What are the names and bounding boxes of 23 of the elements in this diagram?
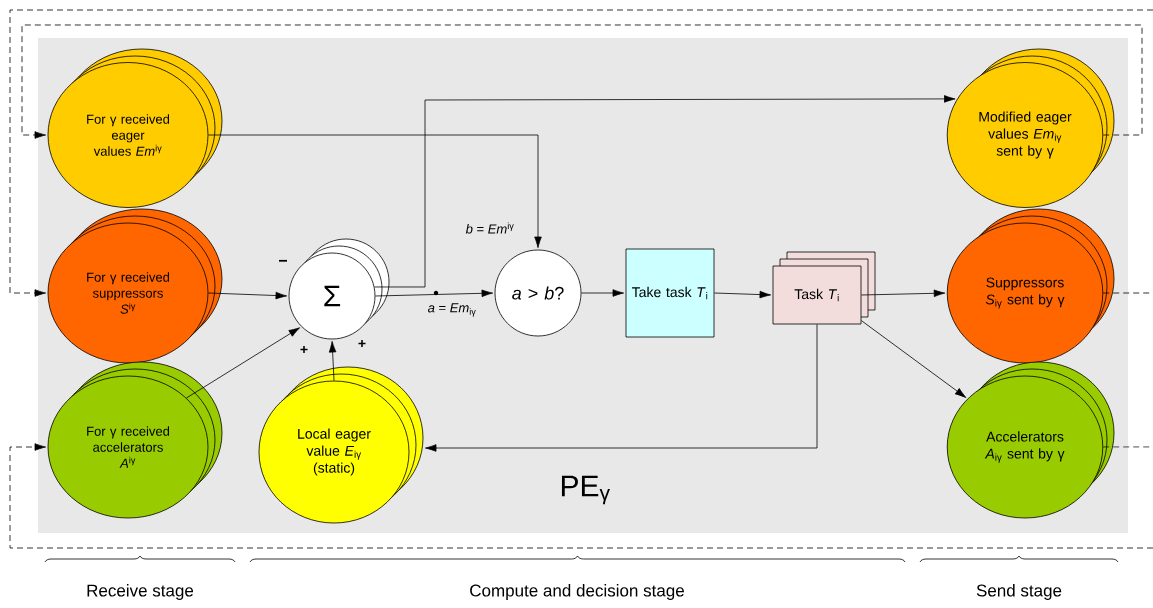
stage-label: Compute and decision stage [470, 584, 684, 600]
stage-label: Send stage [976, 584, 1062, 600]
dashed-arrow [21, 24, 1143, 139]
arrow [861, 289, 946, 298]
arrow [328, 341, 337, 381]
arrow [208, 291, 287, 300]
arrow [581, 289, 624, 297]
stage-label: Receive stage [87, 584, 194, 600]
dashed-arrow [9, 443, 1153, 549]
arrow [714, 290, 771, 299]
process-box: Take task T$_{i}$ [625, 248, 715, 338]
arrow [425, 324, 818, 452]
dashed-arrow [9, 9, 1153, 297]
task-box: Task T$_{i}$ [772, 251, 876, 325]
sign-label: + [358, 339, 366, 347]
arrow [861, 320, 967, 398]
sign-label: + [300, 345, 308, 353]
arrow [374, 95, 956, 288]
arrow [375, 289, 493, 298]
edge-label: a = Em$_{iγ}$ [428, 303, 476, 317]
arrow [186, 327, 301, 399]
edge-label: b = Em$^{iγ}$ [465, 222, 514, 234]
arrow [208, 134, 542, 248]
